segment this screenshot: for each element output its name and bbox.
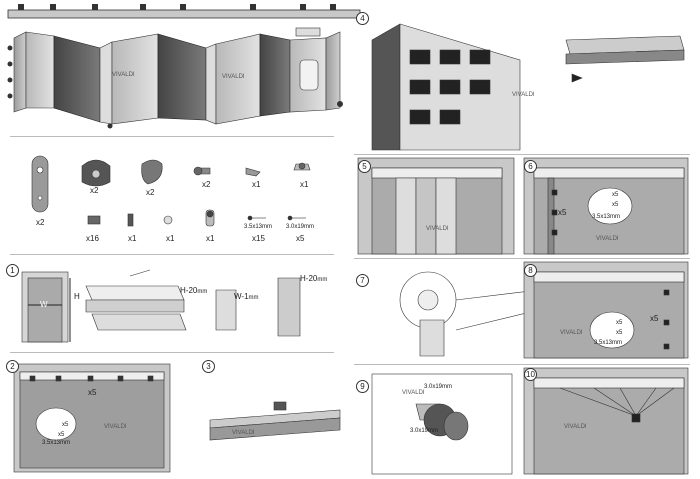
- parts-list: [31, 155, 311, 227]
- part-qty: x5: [62, 422, 69, 428]
- step-5-diagram: [357, 157, 515, 255]
- divider-step4: [354, 154, 690, 155]
- brand-label: VIVALDI: [402, 390, 425, 396]
- part-qty: x16: [86, 234, 99, 243]
- brand-label: VIVALDI: [564, 424, 587, 430]
- step-6-diagram: [523, 157, 689, 255]
- brand-label: VIVALDI: [232, 430, 255, 436]
- step-number: 1: [6, 264, 19, 277]
- step-3-diagram: [209, 401, 341, 441]
- step-2-diagram: [13, 363, 171, 473]
- step-number: 8: [524, 264, 537, 277]
- height-label: H: [74, 292, 80, 301]
- step-number: 4: [356, 12, 369, 25]
- fitting-count: x5: [558, 208, 567, 217]
- part-qty: x1: [128, 234, 137, 243]
- measure-note: H-20mm: [300, 274, 328, 283]
- part-qty: x5: [612, 202, 619, 208]
- part-qty: x1: [166, 234, 175, 243]
- width-label: W: [40, 300, 48, 309]
- screw-size: 3.5x13mm: [42, 440, 71, 446]
- step-number: 7: [356, 274, 369, 287]
- step-number: 9: [356, 380, 369, 393]
- brand-label: VIVALDI: [560, 330, 583, 336]
- step-4-diagram: [371, 23, 685, 151]
- divider-step1: [10, 352, 334, 353]
- step-9-diagram: [371, 373, 513, 475]
- part-qty: x1: [206, 234, 215, 243]
- part-qty: x2: [90, 186, 99, 195]
- step-8-diagram: [523, 261, 689, 359]
- screw-size: 3.0x19mm: [424, 384, 453, 390]
- divider-step5-6: [354, 258, 690, 259]
- divider-parts: [10, 254, 334, 255]
- screw-size: 3.5x13mm: [594, 340, 623, 346]
- screw-size: 3.0x19mm: [286, 224, 315, 230]
- fitting-count: x5: [650, 314, 659, 323]
- part-qty: x2: [146, 188, 155, 197]
- step-number: 10: [524, 368, 537, 381]
- step-1-diagram: [21, 269, 301, 343]
- step-10-diagram: [523, 367, 689, 475]
- brand-label: VIVALDI: [426, 226, 449, 232]
- hero-folding-door: [7, 4, 361, 129]
- divider-step7-8: [354, 364, 690, 365]
- part-qty: x1: [300, 180, 309, 189]
- brand-label: VIVALDI: [512, 92, 535, 98]
- part-qty: x5: [616, 330, 623, 336]
- measure-note: W-1mm: [234, 292, 259, 301]
- part-qty: x1: [252, 180, 261, 189]
- part-qty: x5: [612, 192, 619, 198]
- part-qty: x2: [36, 218, 45, 227]
- brand-label: VIVALDI: [222, 74, 245, 80]
- part-qty: x5: [296, 234, 305, 243]
- step-number: 3: [202, 360, 215, 373]
- screw-size: 3.0x19mm: [410, 428, 439, 434]
- measure-note: H-20mm: [180, 286, 208, 295]
- part-qty: x5: [616, 320, 623, 326]
- fitting-count: x5: [88, 388, 97, 397]
- step-number: 6: [524, 160, 537, 173]
- divider-hero: [10, 136, 334, 137]
- brand-label: VIVALDI: [104, 424, 127, 430]
- part-qty: x2: [202, 180, 211, 189]
- part-qty: x15: [252, 234, 265, 243]
- step-number: 5: [358, 160, 371, 173]
- brand-label: VIVALDI: [596, 236, 619, 242]
- part-qty: x5: [58, 432, 65, 438]
- step-number: 2: [6, 360, 19, 373]
- brand-label: VIVALDI: [112, 72, 135, 78]
- screw-size: 3.5x13mm: [244, 224, 273, 230]
- screw-size: 3.5x13mm: [592, 214, 621, 220]
